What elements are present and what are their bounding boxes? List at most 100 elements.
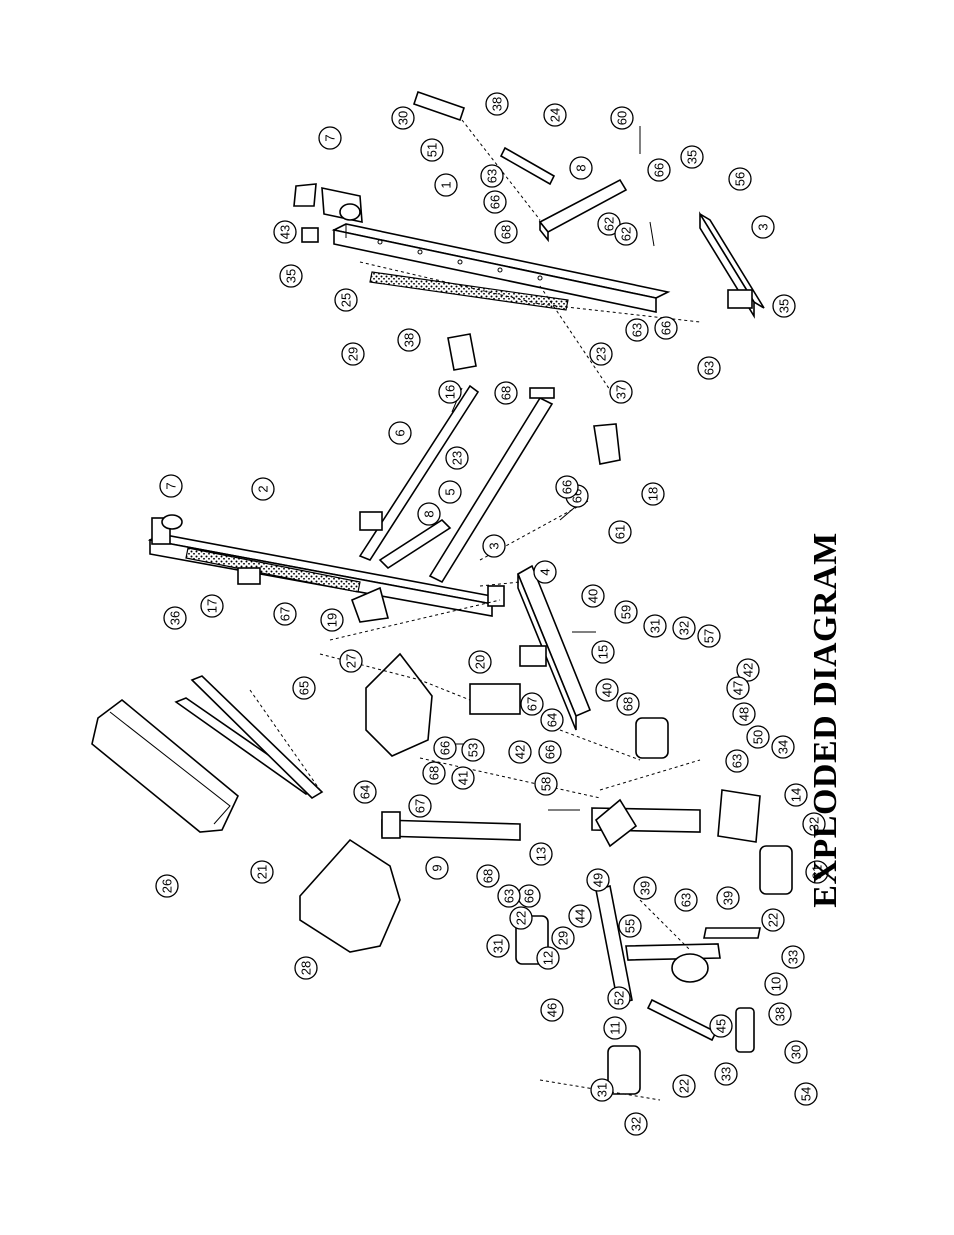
part-callout-67: 67 (520, 692, 544, 716)
part-callout-43: 43 (273, 220, 297, 244)
svg-text:11: 11 (608, 1021, 623, 1035)
svg-text:3: 3 (756, 223, 771, 230)
base-frame (358, 384, 555, 607)
part-callout-66: 66 (538, 740, 562, 764)
svg-text:32: 32 (677, 621, 692, 635)
part-callout-66: 66 (647, 158, 671, 182)
part-callout-22: 22 (761, 908, 785, 932)
svg-text:68: 68 (481, 869, 496, 883)
part-callout-59: 59 (614, 600, 638, 624)
part-callout-53: 53 (461, 738, 485, 762)
svg-text:17: 17 (205, 599, 220, 613)
part-callout-47: 47 (726, 676, 750, 700)
part-callout-38: 38 (768, 1002, 792, 1026)
part-callout-21: 21 (250, 860, 274, 884)
stabilizer-3 (699, 211, 765, 319)
part-callout-8: 8 (569, 156, 593, 180)
part-callout-24: 24 (543, 103, 567, 127)
svg-text:60: 60 (615, 111, 630, 125)
svg-text:67: 67 (278, 607, 293, 621)
part-callout-39: 39 (716, 886, 740, 910)
part-callout-38: 38 (485, 92, 509, 116)
part-callout-41: 41 (451, 766, 475, 790)
svg-text:63: 63 (630, 323, 645, 337)
part-callout-49: 49 (586, 868, 610, 892)
svg-text:48: 48 (737, 707, 752, 721)
svg-text:51: 51 (425, 143, 440, 157)
svg-text:40: 40 (600, 683, 615, 697)
part-callout-63: 63 (480, 164, 504, 188)
part-callout-68: 68 (616, 692, 640, 716)
svg-text:30: 30 (396, 111, 411, 125)
svg-text:4: 4 (538, 568, 553, 575)
part-callout-39: 39 (633, 876, 657, 900)
svg-text:27: 27 (344, 654, 359, 668)
part-callout-18: 18 (641, 482, 665, 506)
svg-text:39: 39 (638, 881, 653, 895)
part-callout-36: 36 (163, 606, 187, 630)
part-callout-58: 58 (534, 772, 558, 796)
svg-text:63: 63 (730, 754, 745, 768)
part-callout-60: 60 (610, 106, 634, 130)
svg-text:50: 50 (751, 730, 766, 744)
part-callout-7: 7 (318, 126, 342, 150)
part-callout-1: 1 (434, 173, 458, 197)
svg-text:66: 66 (488, 195, 503, 209)
svg-text:58: 58 (539, 777, 554, 791)
svg-text:66: 66 (438, 741, 453, 755)
svg-text:31: 31 (491, 939, 506, 953)
svg-text:16: 16 (443, 385, 458, 399)
part-callout-42: 42 (508, 740, 532, 764)
svg-text:21: 21 (255, 865, 270, 879)
part-callout-40: 40 (581, 584, 605, 608)
part-callout-32: 32 (624, 1112, 648, 1136)
part-callout-64: 64 (353, 780, 377, 804)
part-callout-22: 22 (672, 1074, 696, 1098)
part-callout-30: 30 (784, 1040, 808, 1064)
part-callout-10: 10 (764, 972, 788, 996)
part-callout-38: 38 (397, 328, 421, 352)
svg-text:7: 7 (164, 482, 179, 489)
part-callout-68: 68 (494, 220, 518, 244)
svg-text:45: 45 (714, 1019, 729, 1033)
part-callout-63: 63 (674, 888, 698, 912)
svg-text:63: 63 (502, 889, 517, 903)
part-callout-3: 3 (482, 534, 506, 558)
svg-text:63: 63 (679, 893, 694, 907)
svg-text:61: 61 (613, 525, 628, 539)
svg-text:42: 42 (741, 663, 756, 677)
center-frame (469, 564, 592, 731)
svg-text:23: 23 (450, 451, 465, 465)
svg-text:67: 67 (525, 697, 540, 711)
svg-text:15: 15 (596, 645, 611, 659)
part-callout-56: 56 (728, 167, 752, 191)
svg-text:6: 6 (393, 429, 408, 436)
part-callout-66: 66 (517, 884, 541, 908)
part-callout-3: 3 (751, 215, 775, 239)
svg-text:12: 12 (541, 951, 556, 965)
svg-text:66: 66 (522, 889, 537, 903)
svg-text:62: 62 (619, 227, 634, 241)
svg-text:20: 20 (473, 655, 488, 669)
svg-text:49: 49 (591, 873, 606, 887)
svg-text:33: 33 (786, 950, 801, 964)
part-callout-29: 29 (341, 342, 365, 366)
part-callout-63: 63 (725, 749, 749, 773)
svg-text:36: 36 (168, 611, 183, 625)
part-callout-62: 62 (597, 212, 621, 236)
svg-text:63: 63 (702, 361, 717, 375)
part-callout-45: 45 (709, 1014, 733, 1038)
svg-text:56: 56 (733, 172, 748, 186)
svg-text:64: 64 (545, 713, 560, 727)
part-callout-67: 67 (273, 602, 297, 626)
part-callout-63: 63 (497, 884, 521, 908)
part-callout-66: 66 (433, 736, 457, 760)
svg-text:10: 10 (769, 977, 784, 991)
svg-text:54: 54 (799, 1087, 814, 1101)
part-callout-23: 23 (445, 446, 469, 470)
part-callout-44: 44 (568, 904, 592, 928)
svg-text:25: 25 (339, 293, 354, 307)
svg-text:31: 31 (810, 865, 825, 879)
svg-text:8: 8 (574, 164, 589, 171)
